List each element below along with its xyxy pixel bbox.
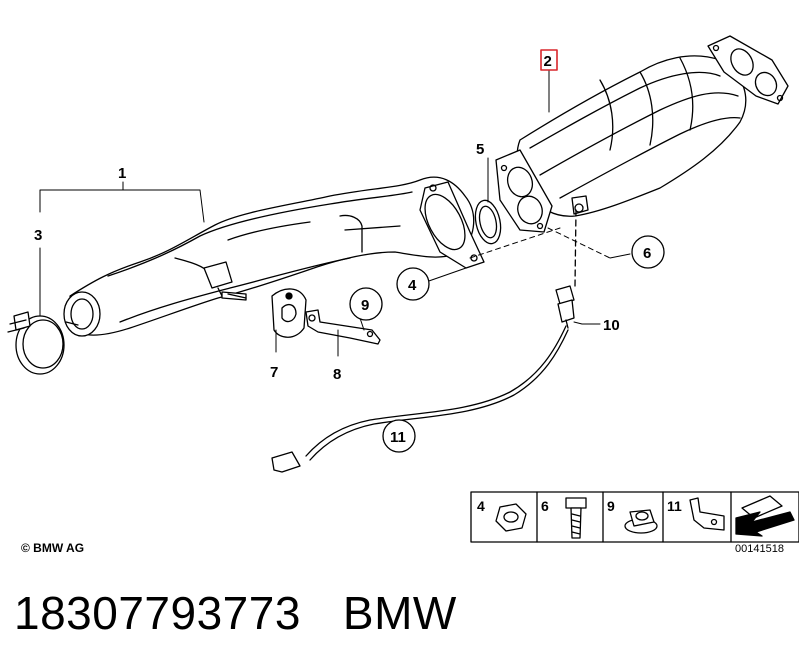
callout-9-circle (349, 287, 383, 321)
callout-5: 5 (476, 141, 484, 158)
callout-3: 3 (34, 227, 42, 244)
callout-8: 8 (333, 366, 341, 383)
screw-stud[interactable] (227, 293, 247, 299)
callout-6-circle (631, 235, 665, 269)
bracket[interactable] (305, 309, 381, 345)
nut-icon (495, 503, 527, 532)
legend-item-1: 4 (477, 498, 485, 514)
brand-name: BMW (342, 587, 457, 639)
collar-nut-icon (624, 509, 658, 534)
exhaust-parts-diagram: 1 2 3 4 5 6 7 8 9 10 11 4 6 9 11 (7, 35, 799, 543)
callout-7: 7 (270, 364, 278, 381)
arrow-icon (735, 495, 795, 537)
callout-10: 10 (603, 317, 620, 334)
callout-6: 6 (643, 245, 651, 262)
cable-clip-icon (689, 497, 725, 531)
callout-4: 4 (408, 277, 417, 294)
legend-item-3: 9 (607, 498, 615, 514)
leader-lines (39, 69, 631, 357)
callout-1: 1 (118, 165, 126, 182)
front-pipe[interactable] (63, 176, 485, 337)
legend-item-2: 6 (541, 498, 549, 514)
callout-11-circle (382, 419, 416, 453)
bolt-icon (565, 497, 587, 539)
callout-2: 2 (544, 53, 552, 70)
callout-4-circle (396, 267, 430, 301)
catalytic-converter[interactable] (495, 35, 789, 233)
drawing-number: 00141518 (735, 543, 784, 555)
clamp[interactable] (7, 311, 65, 375)
sensor-cable[interactable] (271, 325, 569, 473)
part-number: 18307793773 (14, 587, 301, 639)
legend-item-4: 11 (667, 498, 682, 514)
oxygen-sensor[interactable] (555, 209, 577, 329)
hardware-legend (470, 491, 799, 543)
copyright-text: © BMW AG (21, 541, 85, 555)
gasket-ring[interactable] (472, 198, 505, 246)
rubber-mount[interactable] (271, 288, 307, 338)
callout-2-highlight (540, 49, 558, 71)
part-footer: 18307793773 BMW (14, 586, 457, 640)
callout-11: 11 (390, 429, 406, 446)
callout-9: 9 (361, 297, 369, 314)
